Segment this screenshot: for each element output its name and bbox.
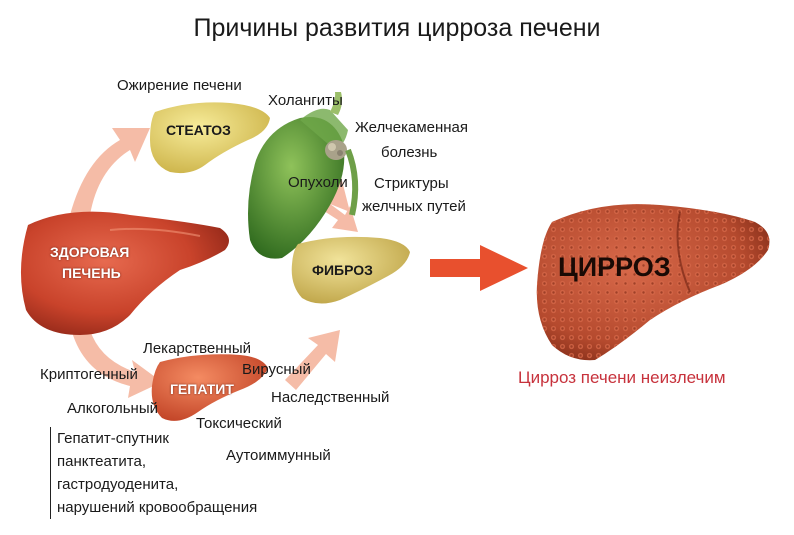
healthy-liver-label-line2: ПЕЧЕНЬ (62, 265, 121, 281)
satellite-hepatitis-note: Гепатит-спутник панктеатита, гастродуоде… (50, 427, 257, 519)
cause-strictures-line2: желчных путей (362, 198, 466, 215)
cause-drug: Лекарственный (143, 340, 252, 357)
cause-gallstones-line2: болезнь (381, 144, 438, 161)
cause-toxic: Токсический (196, 415, 282, 432)
arrow-healthy-to-steatosis (70, 128, 150, 215)
cirrhosis-label: ЦИРРОЗ (558, 252, 671, 282)
arrow-fibrosis-to-cirrhosis (430, 245, 528, 291)
arrow-healthy-to-hepatitis (72, 330, 162, 398)
note-line: гастродуоденита, (57, 476, 179, 493)
healthy-liver-illustration (20, 211, 230, 335)
hepatitis-liver-illustration (151, 354, 268, 421)
cause-autoimmune: Аутоиммунный (226, 447, 331, 464)
cause-tumors: Опухоли (288, 174, 348, 191)
hepatitis-label: ГЕПАТИТ (170, 381, 234, 397)
cause-strictures-line1: Стриктуры (374, 175, 449, 192)
cause-alcoholic: Алкогольный (67, 400, 158, 417)
cirrhosis-liver-illustration (536, 204, 770, 361)
note-line: Гепатит-спутник (57, 430, 169, 447)
cause-cholangitis: Холангиты (268, 92, 343, 109)
conclusion-text: Цирроз печени неизлечим (518, 368, 726, 387)
fibrosis-liver-illustration (291, 236, 410, 304)
note-line: панктеатита, (57, 453, 146, 470)
note-line: нарушений кровообращения (57, 499, 258, 516)
healthy-liver-label-line1: ЗДОРОВАЯ (50, 244, 130, 260)
fibrosis-label: ФИБРОЗ (312, 262, 373, 278)
steatosis-label: СТЕАТОЗ (166, 122, 231, 138)
cause-cryptogenic: Криптогенный (40, 366, 138, 383)
cause-gallstones-line1: Желчекаменная (355, 119, 469, 136)
steatosis-liver-illustration (150, 102, 270, 174)
cause-viral: Вирусный (242, 361, 311, 378)
cause-hereditary: Наследственный (271, 389, 390, 406)
cause-obesity: Ожирение печени (117, 77, 242, 94)
page-title: Причины развития цирроза печени (193, 14, 601, 42)
gallbladder-illustration (248, 92, 359, 259)
arrow-hepatitis-to-fibrosis (285, 330, 340, 390)
